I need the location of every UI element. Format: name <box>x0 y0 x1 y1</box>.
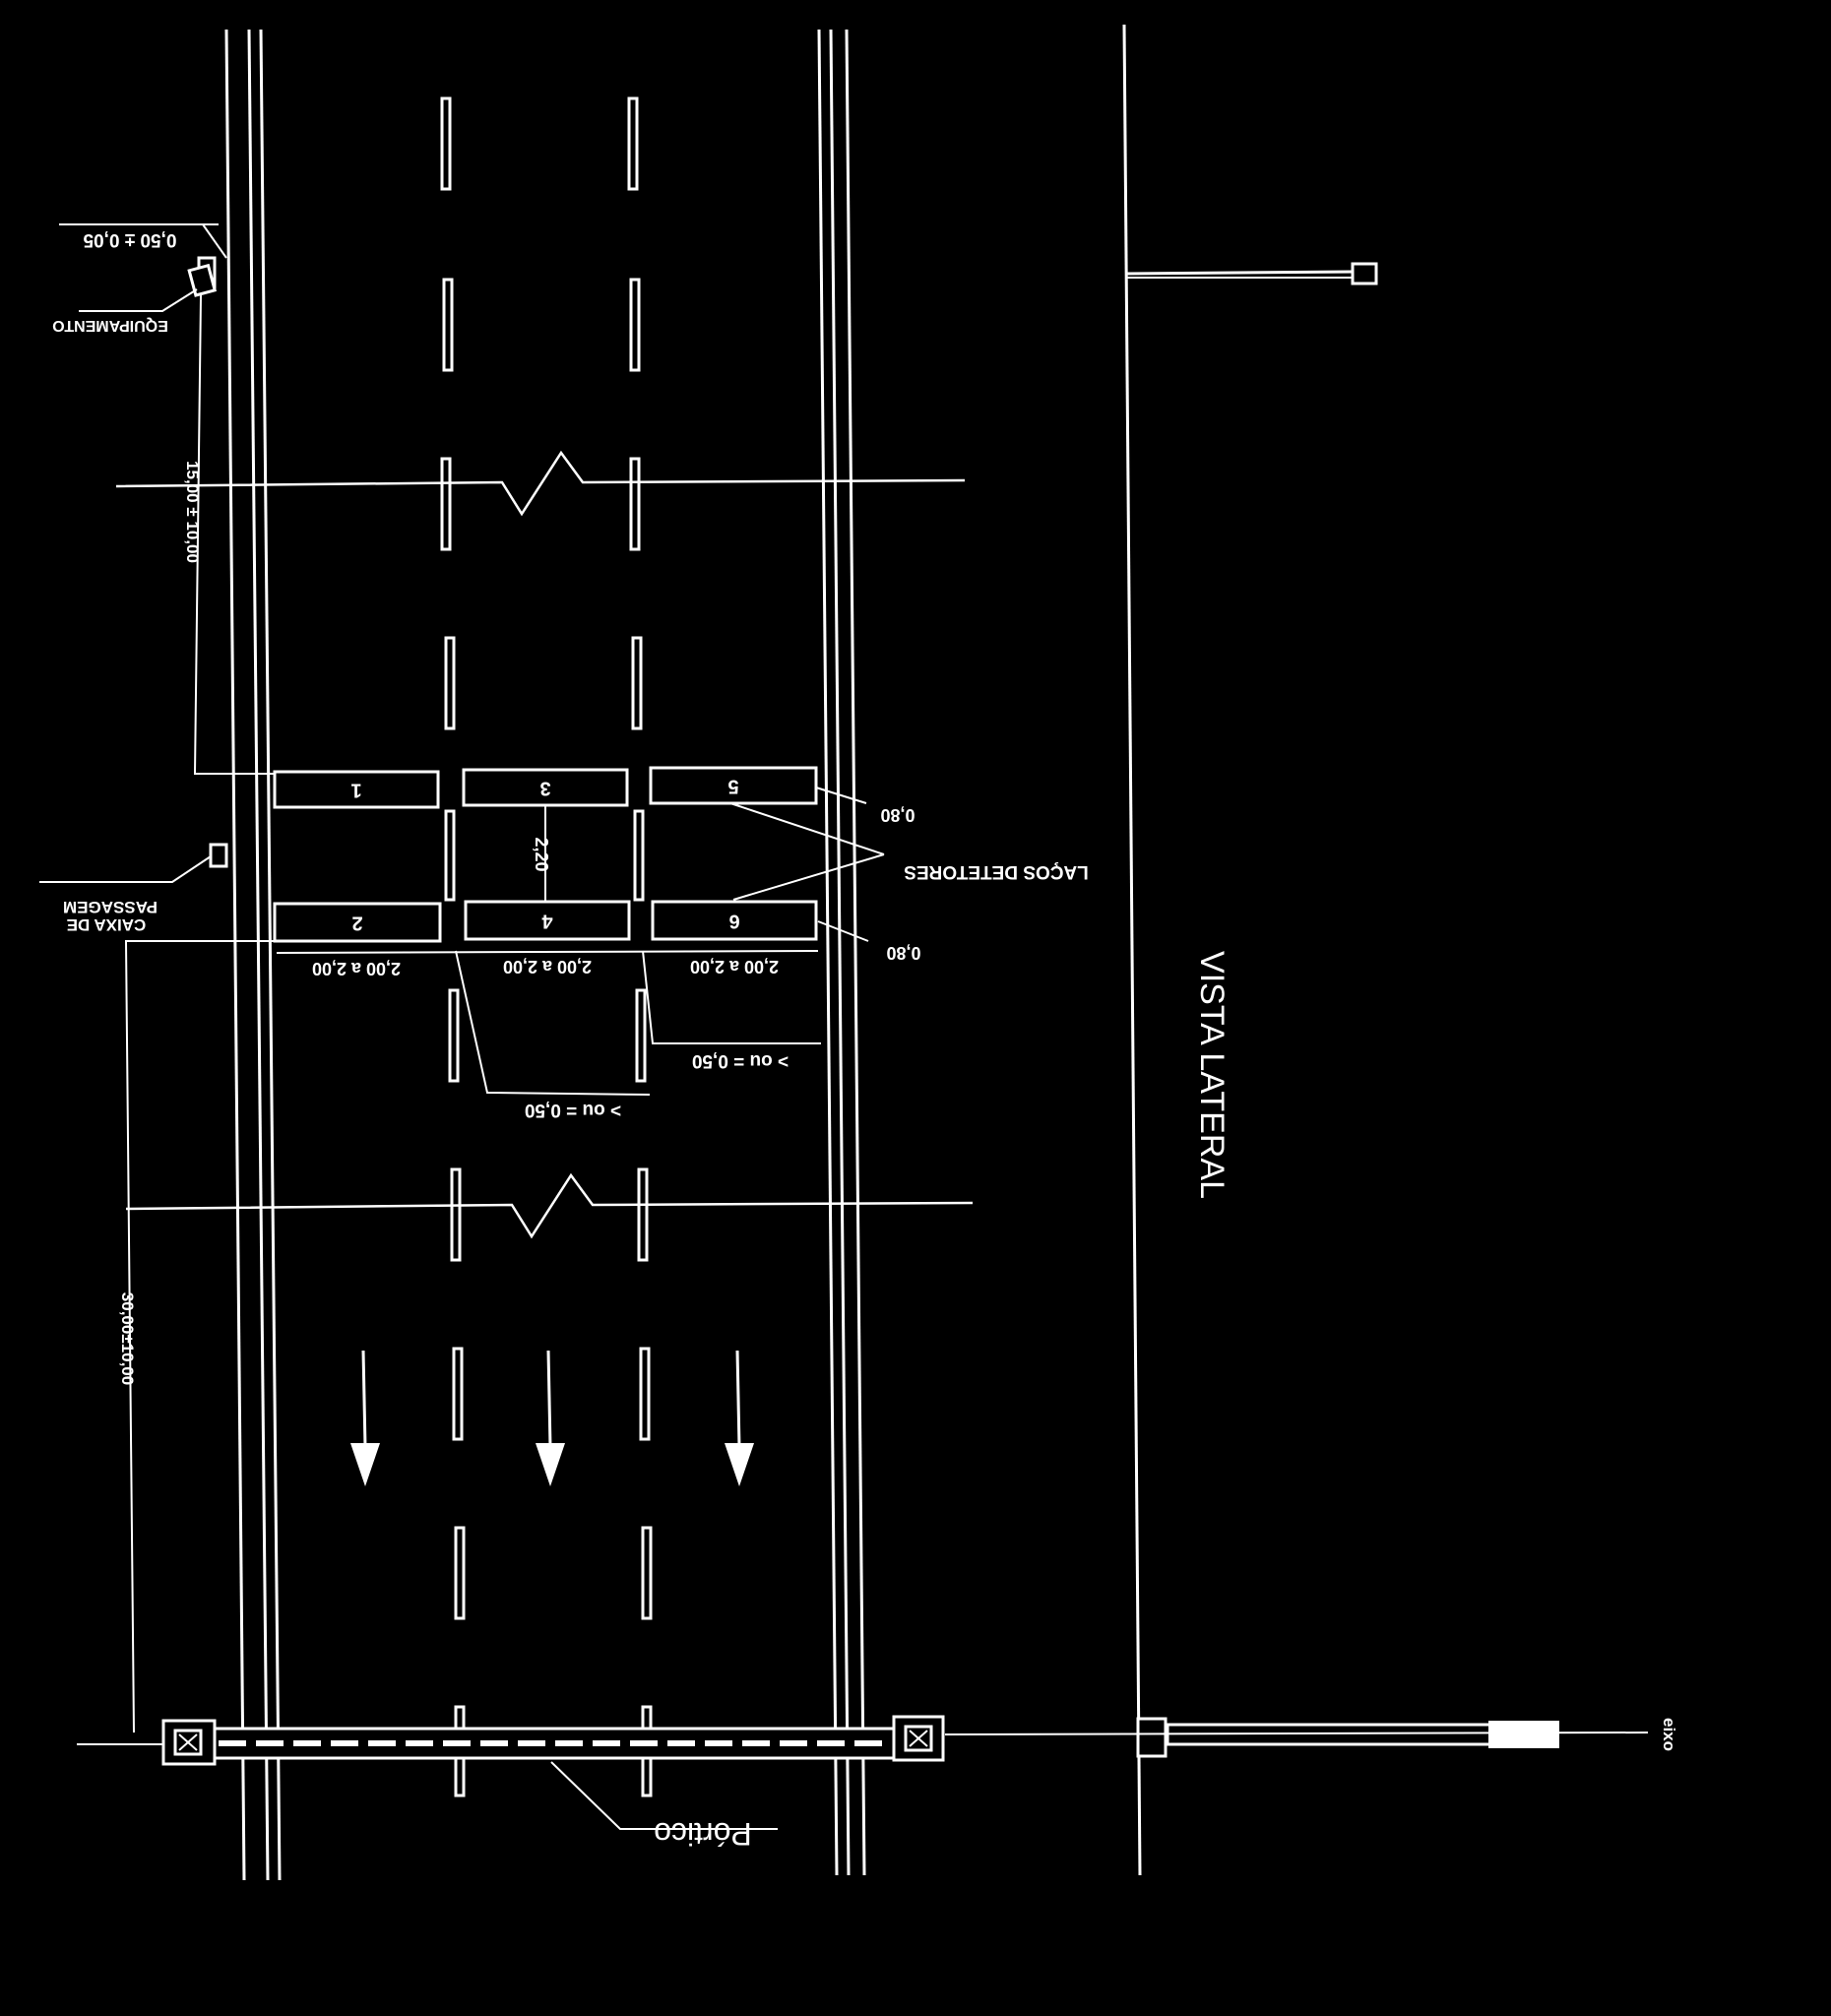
lateral-view-line <box>1122 24 1142 1876</box>
portico-distance-dim <box>124 940 275 1733</box>
portico-support-right-x2 <box>909 1730 928 1747</box>
break-line-top <box>115 450 966 517</box>
lacos-leader-2 <box>732 853 885 901</box>
lane-dashes <box>440 96 653 1797</box>
equipment-lateral-dim-label: 0,50 ± 0,05 <box>83 229 176 250</box>
portico-distance-label: 30,00±10,00 <box>118 1292 137 1385</box>
portico-leader <box>550 1761 778 1830</box>
pass-box-label-line1: CAIXA DE <box>67 915 147 934</box>
direction-arrow-3-head <box>725 1443 754 1486</box>
loop-2 <box>273 902 442 943</box>
lateral-portico-base <box>1136 1717 1168 1758</box>
portico-group: Pórtico <box>77 1715 945 1852</box>
lacos-leader-1 <box>729 802 885 855</box>
loop-2-number: 2 <box>351 913 362 934</box>
lateral-equipment-box <box>1351 262 1378 285</box>
equipment-lateral-dim-tick <box>202 223 227 259</box>
gap-right-leader <box>642 950 821 1044</box>
equipment-group: EQUIPAMENTO 0,50 ± 0,05 15,00 ± 10,00 <box>52 223 275 775</box>
loop-size-label-2: 2,00 a 2,00 <box>503 957 592 976</box>
axis-line <box>944 1732 1649 1735</box>
loop-6-number: 6 <box>728 911 739 932</box>
loop-size-label-3: 2,00 a 2,00 <box>690 957 779 976</box>
loop-3-number: 3 <box>539 778 550 799</box>
road-edge-left-side <box>259 29 282 1881</box>
loop-3 <box>462 768 629 807</box>
direction-arrow-2-shaft <box>546 1350 552 1448</box>
direction-arrows <box>350 1350 754 1486</box>
pass-box-leader <box>39 855 212 883</box>
road-edge-right-side <box>845 29 866 1876</box>
road-edge-left-inner <box>247 29 270 1881</box>
loop-5-number: 5 <box>727 776 738 797</box>
gap-left-leader <box>455 950 651 1096</box>
portico-beam <box>213 1727 896 1760</box>
road-edge-left-outer <box>224 29 246 1881</box>
break-lines <box>115 450 974 1239</box>
direction-arrow-3-shaft <box>735 1350 741 1448</box>
loop-5 <box>649 766 818 805</box>
loop-6 <box>651 900 818 941</box>
pass-box-symbol <box>209 843 228 868</box>
portico-label: Pórtico <box>654 1816 752 1852</box>
margin-top-label: 0,80 <box>880 805 915 825</box>
lacos-detetores-label: LAÇOS DETETORES <box>904 861 1089 882</box>
margin-bottom-leader <box>817 920 869 942</box>
vista-lateral-label: VISTA LATERAL <box>1193 951 1231 1199</box>
margin-top-leader <box>815 787 867 804</box>
margin-bottom-label: 0,80 <box>886 943 920 963</box>
equipment-leader <box>79 288 198 312</box>
road-edge-right-inner <box>829 29 851 1876</box>
direction-arrow-2-head <box>536 1443 565 1486</box>
road-edges <box>224 24 1142 1881</box>
loop-dimension-line <box>276 950 819 954</box>
gap-right-label: > ou = 0,50 <box>692 1050 789 1071</box>
lateral-portico-arm-end <box>1488 1721 1559 1748</box>
loop-4-number: 4 <box>541 911 553 932</box>
axis-label: eixo <box>1660 1718 1678 1751</box>
pass-box-group: CAIXA DE PASSAGEM <box>39 843 228 934</box>
equipment-longitudinal-dim-label: 15,00 ± 10,00 <box>183 461 202 563</box>
detector-loops: 1 3 5 2 4 6 <box>273 766 818 943</box>
road-edge-right-outer <box>817 29 839 1876</box>
loop-size-label-1: 2,00 a 2,00 <box>312 959 401 978</box>
lateral-arm-top <box>1126 270 1356 276</box>
equipment-longitudinal-dim <box>193 294 275 775</box>
break-line-bottom <box>125 1172 974 1239</box>
loop-4 <box>464 900 631 941</box>
loop-1 <box>273 770 440 809</box>
direction-arrow-1-head <box>350 1443 380 1486</box>
gap-left-label: > ou = 0,50 <box>525 1100 621 1120</box>
pass-box-label-line2: PASSAGEM <box>63 898 158 916</box>
equipment-label: EQUIPAMENTO <box>52 317 168 334</box>
lateral-view: VISTA LATERAL eixo <box>944 262 1678 1758</box>
portico-support-left-x2 <box>178 1733 198 1751</box>
equipment-symbol <box>187 263 218 297</box>
direction-arrow-1-shaft <box>361 1350 367 1448</box>
loop-spacing-label: 2,20 <box>532 837 551 871</box>
loop-1-number: 1 <box>350 780 361 801</box>
